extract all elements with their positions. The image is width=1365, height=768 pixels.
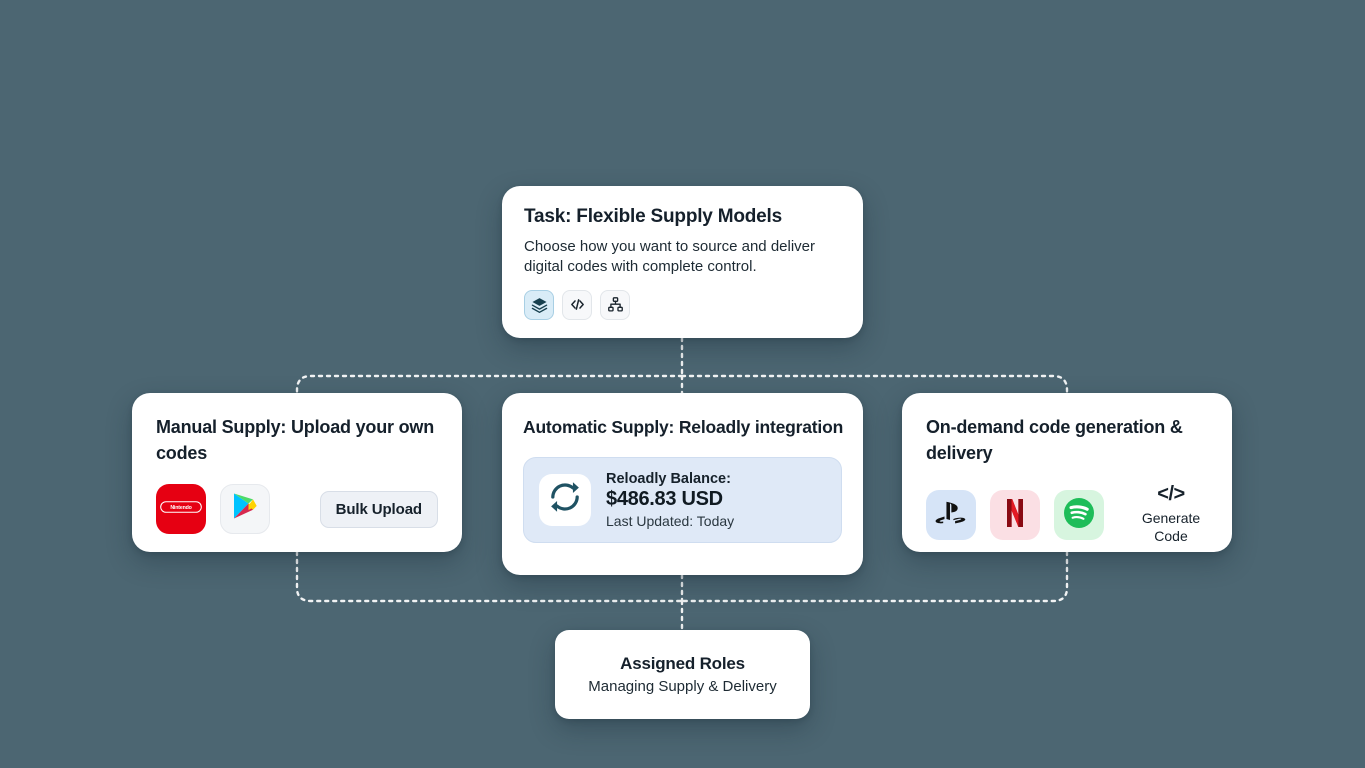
- code-brackets-icon: </>: [1157, 483, 1185, 506]
- refresh-sync-icon: [548, 480, 582, 519]
- google-play-logo: [231, 492, 259, 527]
- google-play-logo-tile[interactable]: [220, 484, 270, 535]
- playstation-logo: [935, 500, 967, 531]
- automatic-supply-title: Automatic Supply: Reloadly integration: [523, 417, 844, 437]
- automatic-supply-card: Automatic Supply: Reloadly integration R…: [502, 393, 863, 575]
- manual-supply-title: Manual Supply: Upload your own codes: [156, 417, 435, 463]
- reloadly-balance-text: Reloadly Balance: $486.83 USD Last Updat…: [606, 471, 734, 529]
- netflix-logo: [1005, 498, 1025, 533]
- reloadly-balance-panel: Reloadly Balance: $486.83 USD Last Updat…: [523, 456, 842, 543]
- netflix-logo-tile[interactable]: [990, 490, 1040, 540]
- svg-text:Nintendo: Nintendo: [170, 505, 191, 511]
- layers-icon: [531, 296, 548, 314]
- chip-code[interactable]: [562, 289, 592, 320]
- spotify-logo-tile[interactable]: [1054, 490, 1104, 540]
- bulk-upload-button[interactable]: Bulk Upload: [319, 490, 438, 528]
- reloadly-balance-icon-tile[interactable]: [539, 473, 591, 526]
- nintendo-logo: Nintendo: [160, 499, 202, 520]
- playstation-logo-tile[interactable]: [926, 490, 976, 540]
- connector-top-right: [680, 374, 1069, 395]
- connector-top-left: [295, 374, 684, 395]
- on-demand-card: On-demand code generation & delivery: [902, 393, 1232, 552]
- task-card-chip-row: [524, 289, 841, 320]
- assigned-roles-card: Assigned Roles Managing Supply & Deliver…: [555, 630, 810, 719]
- generate-code-label: Generate Code: [1141, 510, 1201, 544]
- code-brackets-icon: [569, 296, 586, 313]
- reloadly-balance-label: Reloadly Balance:: [606, 470, 731, 487]
- chip-sitemap[interactable]: [600, 289, 630, 320]
- manual-supply-card: Manual Supply: Upload your own codes Nin…: [132, 393, 462, 552]
- on-demand-body: </> Generate Code: [926, 484, 1208, 546]
- sitemap-icon: [607, 296, 624, 313]
- on-demand-title: On-demand code generation & delivery: [926, 417, 1183, 463]
- task-card-title: Task: Flexible Supply Models: [524, 206, 782, 227]
- nintendo-logo-tile[interactable]: Nintendo: [156, 484, 206, 535]
- reloadly-balance-amount: $486.83 USD: [606, 487, 723, 510]
- reloadly-balance-updated: Last Updated: Today: [606, 512, 735, 529]
- assigned-roles-subtitle: Managing Supply & Delivery: [588, 678, 777, 695]
- chip-layers[interactable]: [524, 289, 554, 320]
- assigned-roles-title: Assigned Roles: [620, 654, 745, 673]
- spotify-logo: [1061, 495, 1097, 536]
- manual-supply-body: Nintendo Bulk Upload: [156, 484, 438, 535]
- task-card-description: Choose how you want to source and delive…: [524, 238, 816, 275]
- task-card: Task: Flexible Supply Models Choose how …: [502, 186, 863, 338]
- generate-code-button[interactable]: </> Generate Code: [1134, 484, 1208, 546]
